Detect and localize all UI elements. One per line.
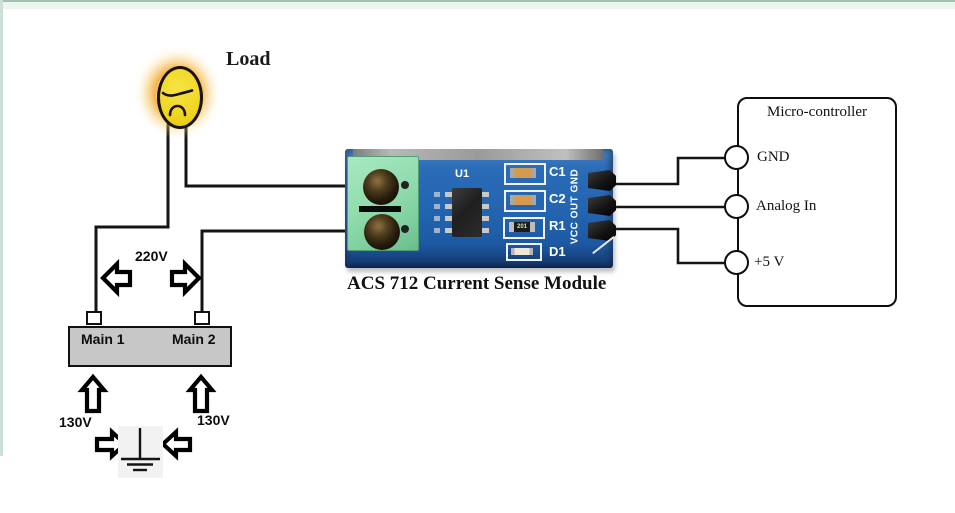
pin-header-label: VCC OUT GND	[569, 168, 581, 245]
header-pin-gnd	[588, 170, 616, 191]
arrow-left-130v-icon	[159, 427, 193, 461]
terminal-divider	[359, 206, 401, 212]
acs712-module: U1 201 C1 C2 R1 D1 VCC OUT GND	[345, 149, 616, 268]
component-r1: 201	[503, 217, 545, 239]
terminal-screw-2	[364, 214, 400, 250]
mcu-pin-5v	[724, 250, 749, 275]
voltage-130-right-label: 130V	[197, 412, 230, 428]
solder-pads	[434, 192, 440, 233]
capacitor-body	[510, 168, 536, 178]
mcu-pin-analog	[724, 194, 749, 219]
header-pin-vcc	[588, 220, 616, 241]
label-c1: C1	[549, 164, 566, 179]
terminal-hole-2	[401, 225, 409, 233]
voltage-130-left-label: 130V	[59, 414, 92, 430]
microcontroller-title: Micro-controller	[767, 104, 867, 120]
mcu-pin-label-gnd: GND	[757, 149, 790, 165]
page-left-border	[0, 0, 3, 456]
header-pin-out	[588, 195, 616, 216]
bulb-filament-icon	[161, 89, 194, 117]
label-r1: R1	[549, 218, 566, 233]
arrow-left-icon	[100, 258, 133, 298]
ic-pins-left	[445, 192, 452, 233]
arrow-right-icon	[169, 258, 202, 298]
component-c1	[504, 163, 546, 185]
wire-load-to-main1	[94, 118, 170, 316]
resistor-body: 201	[509, 222, 535, 232]
arrow-up-main1-icon	[77, 373, 109, 414]
main1-label: Main 1	[81, 331, 125, 347]
component-c2	[504, 190, 546, 212]
capacitor-body	[510, 195, 536, 205]
load-label: Load	[226, 48, 271, 70]
main2-label: Main 2	[172, 331, 216, 347]
voltage-220-label: 220V	[135, 248, 168, 264]
page-top-border	[0, 0, 955, 2]
component-d1	[506, 243, 542, 261]
ic-pins-right	[482, 192, 489, 233]
main2-terminal	[194, 311, 210, 325]
module-caption: ACS 712 Current Sense Module	[347, 273, 607, 294]
ground-symbol	[118, 426, 163, 478]
wire-gnd	[612, 156, 728, 186]
mcu-pin-label-5v: +5 V	[754, 254, 785, 270]
ic-label: U1	[455, 168, 470, 180]
main1-terminal	[86, 311, 102, 325]
label-d1: D1	[549, 244, 566, 259]
terminal-screw-1	[363, 169, 399, 205]
terminal-hole-1	[401, 181, 409, 189]
mcu-pin-label-analog: Analog In	[756, 198, 817, 214]
module-top-edge	[353, 149, 603, 160]
mcu-pin-gnd	[724, 145, 749, 170]
page-top-band	[0, 2, 955, 9]
diode-body	[511, 248, 533, 255]
wire-main2-to-module	[200, 229, 348, 316]
mains-box: Main 1 Main 2	[68, 326, 232, 367]
arrow-up-main2-icon	[185, 373, 217, 414]
ic-chip	[452, 188, 482, 237]
terminal-block	[347, 156, 419, 251]
wire-5v	[612, 227, 728, 265]
label-c2: C2	[549, 191, 566, 206]
load-bulb-icon	[157, 66, 203, 129]
